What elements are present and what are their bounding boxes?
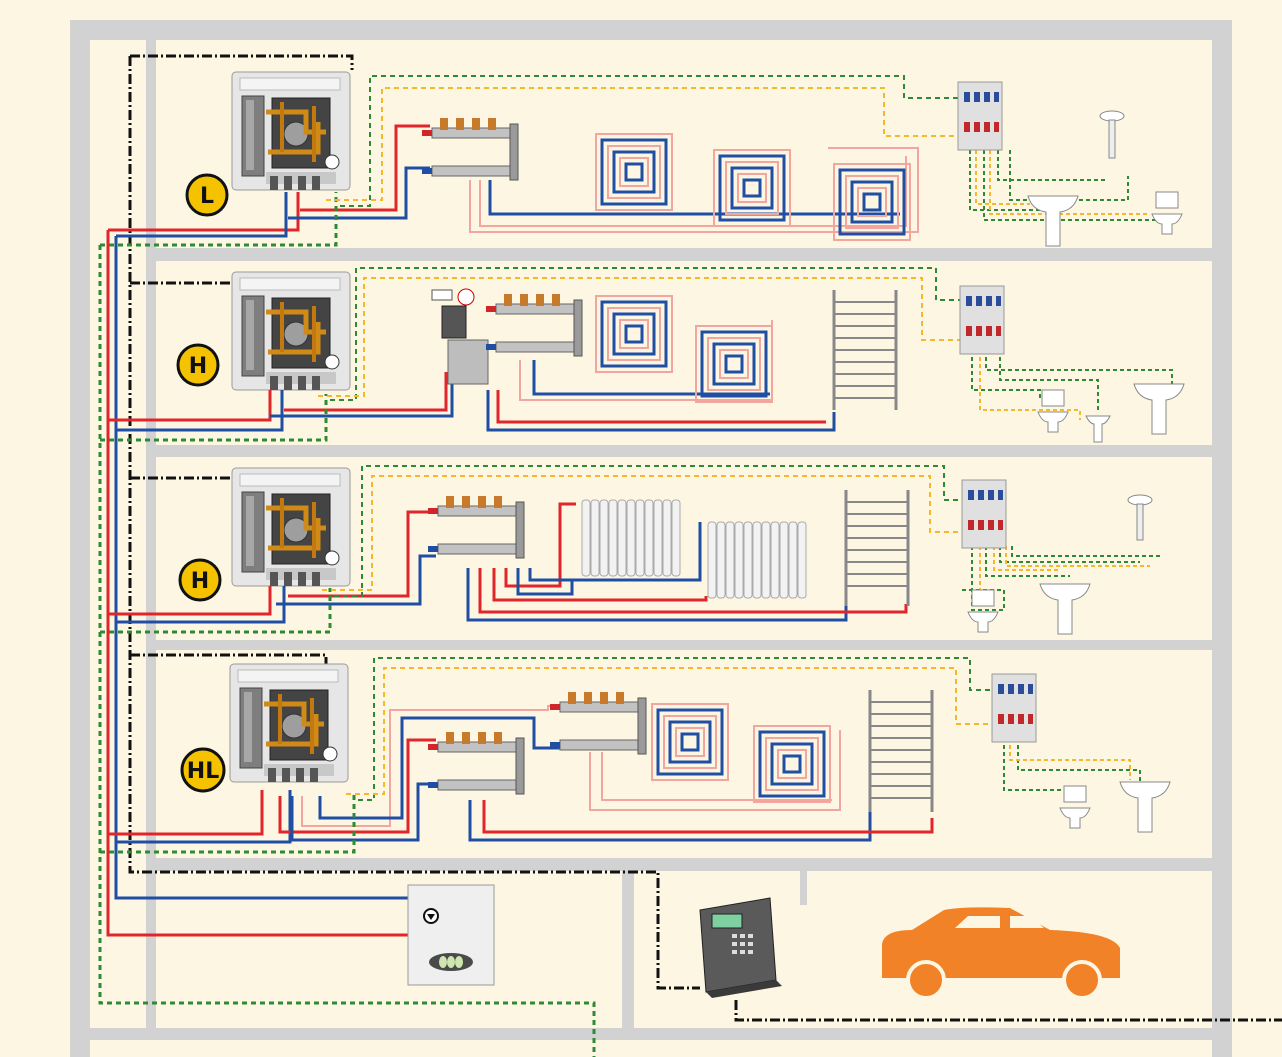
riser-pipes <box>98 54 1282 1057</box>
towel-rail-icon <box>868 690 934 812</box>
floor-4: HL <box>100 657 1171 854</box>
heat-interface-unit-icon <box>230 664 348 782</box>
controller-icon <box>699 897 782 998</box>
radiator-icon <box>581 499 683 577</box>
boiler-icon <box>407 884 495 986</box>
heat-interface-unit-icon <box>232 72 350 190</box>
radiator-icon <box>707 521 809 599</box>
svg-text:H: H <box>191 569 209 594</box>
water-distribution-icon <box>959 285 1005 355</box>
towel-rail-icon <box>844 490 910 606</box>
floor-badge: L <box>185 173 229 217</box>
car-icon <box>882 907 1120 1000</box>
svg-text:HL: HL <box>187 759 219 784</box>
floor-badge: H <box>176 343 220 387</box>
svg-text:H: H <box>189 354 207 379</box>
water-distribution-icon <box>961 479 1007 549</box>
svg-text:L: L <box>200 184 214 209</box>
pump-group-icon <box>431 288 489 385</box>
floor-3: H <box>100 465 1160 635</box>
heat-interface-unit-icon <box>232 468 350 586</box>
shower-icon <box>1127 494 1153 541</box>
bidet-icon <box>1085 415 1111 443</box>
floor-1: L <box>100 72 1183 247</box>
floor-badge: HL <box>180 747 226 793</box>
shower-icon <box>1099 110 1125 159</box>
heat-interface-unit-icon <box>232 272 350 390</box>
towel-rail-icon <box>832 290 898 410</box>
floor-badge: H <box>178 558 222 602</box>
floor-2: H <box>100 267 1185 443</box>
water-distribution-icon <box>957 81 1003 151</box>
water-distribution-icon <box>991 673 1037 743</box>
